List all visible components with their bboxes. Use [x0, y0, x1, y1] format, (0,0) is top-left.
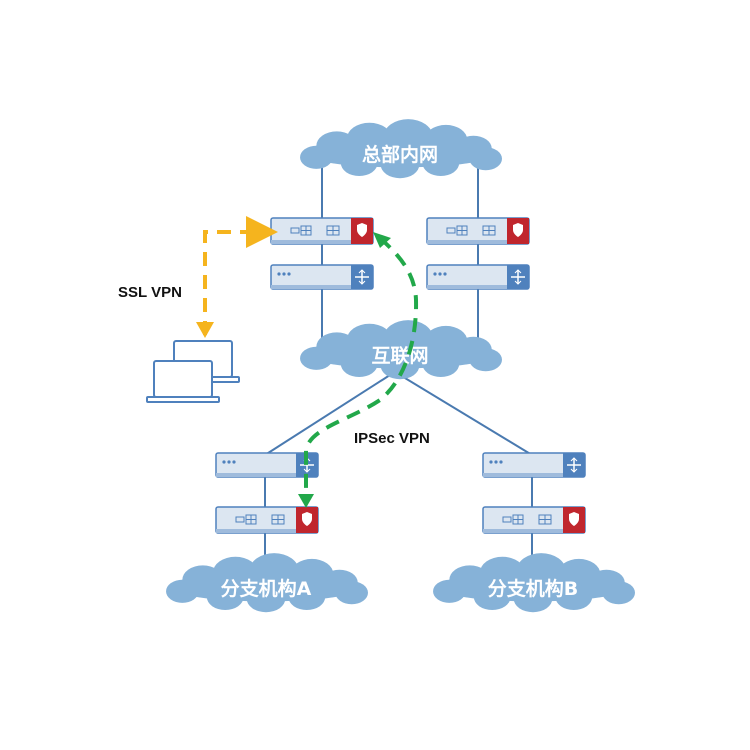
- cloud-internet-label: 互联网: [371, 345, 428, 367]
- ipsec-vpn-path: [304, 236, 419, 498]
- branch-a-switch: [215, 452, 319, 478]
- laptop-front: [146, 360, 220, 403]
- ssl-vpn-label: SSL VPN: [118, 284, 182, 301]
- ipsec-vpn-label: IPSec VPN: [354, 430, 430, 447]
- cloud-hq: 总部内网: [300, 119, 502, 179]
- branch-a-firewall: [215, 506, 319, 534]
- cloud-branch-a-label: 分支机构A: [221, 577, 312, 600]
- branch-b-firewall: [482, 506, 586, 534]
- cloud-branch-b: 分支机构B: [433, 553, 635, 613]
- hq-right-firewall: [426, 217, 530, 245]
- branch-b-switch: [482, 452, 586, 478]
- cloud-branch-b-label: 分支机构B: [488, 577, 578, 600]
- cloud-branch-a: 分支机构A: [166, 553, 368, 613]
- cloud-internet: 互联网: [300, 320, 502, 380]
- hq-left-firewall: [270, 217, 374, 245]
- ssl-vpn-path: [203, 216, 278, 335]
- internet-to-branch-b-link: [399, 374, 533, 456]
- ssl-vpn-arrowhead: [196, 322, 214, 338]
- ipsec-vpn-arrowhead-bottom: [298, 494, 314, 508]
- hq-left-switch: [270, 264, 374, 290]
- hq-right-switch: [426, 264, 530, 290]
- ipsec-vpn-arrowhead-top: [373, 232, 391, 248]
- cloud-hq-label: 总部内网: [362, 143, 438, 166]
- internet-to-branch-a-link: [264, 374, 391, 456]
- laptop-icon: [146, 340, 240, 403]
